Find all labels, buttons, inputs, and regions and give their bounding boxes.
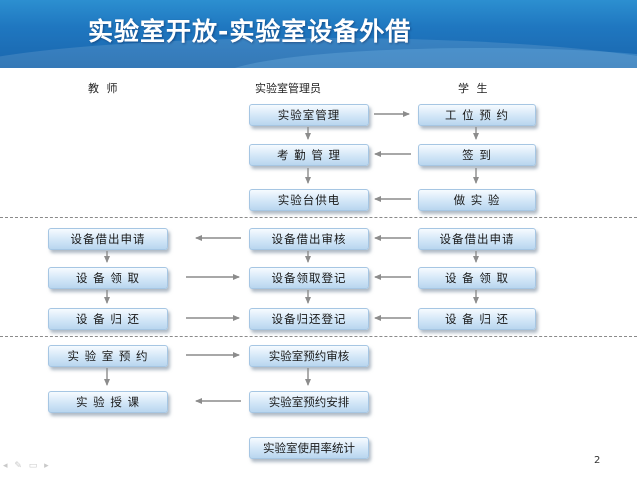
box-admin-bench-power: 实验台供电 (249, 189, 369, 211)
column-header-student: 学 生 (458, 82, 490, 95)
column-header-teacher: 教 师 (88, 82, 120, 95)
header-wave-decoration-2 (220, 48, 637, 68)
box-admin-borrow-review: 设备借出审核 (249, 228, 369, 250)
box-admin-lab-management: 实验室管理 (249, 104, 369, 126)
section-divider-2 (0, 336, 637, 337)
box-admin-usage-statistics: 实验室使用率统计 (249, 437, 369, 459)
box-student-seat-reservation: 工 位 预 约 (418, 104, 536, 126)
box-student-equipment-return: 设 备 归 还 (418, 308, 536, 330)
box-admin-reservation-arrange: 实验室预约安排 (249, 391, 369, 413)
slide-title: 实验室开放-实验室设备外借 (88, 17, 412, 46)
box-admin-attendance: 考 勤 管 理 (249, 144, 369, 166)
box-teacher-lab-reservation: 实 验 室 预 约 (48, 345, 168, 367)
box-teacher-equipment-return: 设 备 归 还 (48, 308, 168, 330)
slide-header-banner: 实验室开放-实验室设备外借 (0, 0, 637, 68)
box-student-do-experiment: 做 实 验 (418, 189, 536, 211)
page-number: 2 (594, 455, 601, 466)
box-admin-receive-register: 设备领取登记 (249, 267, 369, 289)
section-divider-1 (0, 217, 637, 218)
box-student-borrow-apply: 设备借出申请 (418, 228, 536, 250)
box-teacher-borrow-apply: 设备借出申请 (48, 228, 168, 250)
box-teacher-equipment-receive: 设 备 领 取 (48, 267, 168, 289)
box-admin-reservation-review: 实验室预约审核 (249, 345, 369, 367)
slide-nav-controls[interactable]: ◂ ✎ ▭ ▸ (3, 461, 51, 471)
box-admin-return-register: 设备归还登记 (249, 308, 369, 330)
box-teacher-lab-teaching: 实 验 授 课 (48, 391, 168, 413)
box-student-equipment-receive: 设 备 领 取 (418, 267, 536, 289)
column-header-admin: 实验室管理员 (255, 82, 321, 95)
box-student-sign-in: 签 到 (418, 144, 536, 166)
